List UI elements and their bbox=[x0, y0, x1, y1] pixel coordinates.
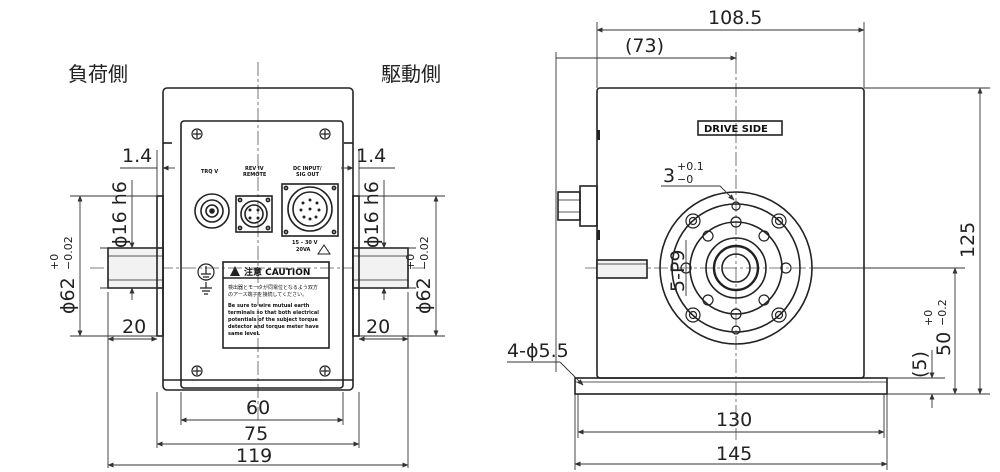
dim-50: 50 bbox=[933, 332, 955, 356]
dim-1-4-right: 1.4 bbox=[356, 145, 386, 167]
dim-phi62-left-tol-lower: −0.02 bbox=[62, 236, 75, 270]
dim-phi62-left: ϕ62 bbox=[57, 277, 79, 314]
side-view bbox=[557, 60, 900, 440]
caution-en-line-2: terminals so that both electrical bbox=[228, 310, 319, 316]
caution-en-line-4: detector and torque meter have bbox=[228, 324, 319, 330]
dim-20-left: 20 bbox=[122, 316, 146, 338]
dim-20-right: 20 bbox=[366, 316, 390, 338]
power-label-2: 20VA bbox=[296, 247, 310, 253]
dim-119: 119 bbox=[236, 445, 272, 467]
dim-1-4-left: 1.4 bbox=[122, 145, 152, 167]
dim-50-tol-upper: +0 bbox=[922, 310, 935, 326]
drive-side-tag: DRIVE SIDE bbox=[704, 124, 768, 135]
rev-remote-label-1: REV IV bbox=[245, 166, 264, 172]
dim-phi62-right-tol-lower: −0.02 bbox=[418, 236, 431, 270]
dim-phi16-right: ϕ16 h6 bbox=[361, 181, 383, 248]
dc-input-label-1: DC INPUT/ bbox=[293, 166, 322, 172]
dim-108-5: 108.5 bbox=[708, 7, 762, 29]
drive-side-label: 駆動側 bbox=[381, 62, 441, 86]
trq-v-label: TRQ V bbox=[201, 169, 218, 175]
caution-en-line-1: Be sure to wire mutual earth bbox=[228, 303, 310, 309]
dim-50-tol-lower: −0.2 bbox=[936, 299, 949, 326]
rev-remote-label-2: REMOTE bbox=[243, 172, 267, 178]
front-dimension-lines bbox=[70, 150, 445, 468]
dim-130: 130 bbox=[716, 409, 752, 431]
dim-phi62-right-tol-upper: +0 bbox=[404, 254, 417, 270]
dim-60: 60 bbox=[246, 397, 270, 419]
dim-bolts: 5-P9 bbox=[667, 250, 689, 293]
dim-5: (5) bbox=[909, 351, 931, 378]
dim-phi16-left: ϕ16 h6 bbox=[109, 181, 131, 248]
caution-jp-line-2: のアース端子を接続してください。 bbox=[228, 291, 307, 298]
dim-keyway-tol-upper: +0.1 bbox=[677, 160, 704, 173]
caution-title: 注意 CAUTION bbox=[244, 266, 310, 278]
load-side-label: 負荷側 bbox=[68, 62, 128, 86]
caution-jp-line-1: 検出器とモータが同電位となるよう双方 bbox=[228, 284, 318, 291]
caution-en-line-3: potentials of the subject torque bbox=[228, 317, 318, 323]
dim-phi62-right: ϕ62 bbox=[413, 277, 435, 314]
front-view bbox=[90, 62, 425, 420]
dc-input-label-2: SIG OUT bbox=[296, 172, 320, 178]
dim-75: 75 bbox=[244, 423, 268, 445]
power-label-1: 15 – 30 V bbox=[292, 240, 318, 246]
dim-phi62-left-tol-upper: +0 bbox=[48, 254, 61, 270]
dim-keyway-3: 3 bbox=[663, 165, 675, 187]
caution-en-line-5: same level. bbox=[228, 331, 260, 337]
dim-73: (73) bbox=[625, 35, 664, 57]
dim-holes: 4-ϕ5.5 bbox=[507, 340, 569, 362]
dim-145: 145 bbox=[716, 443, 752, 465]
dim-125: 125 bbox=[957, 222, 979, 258]
side-dimension-lines bbox=[507, 22, 990, 470]
dim-keyway-tol-lower: −0 bbox=[677, 173, 693, 186]
